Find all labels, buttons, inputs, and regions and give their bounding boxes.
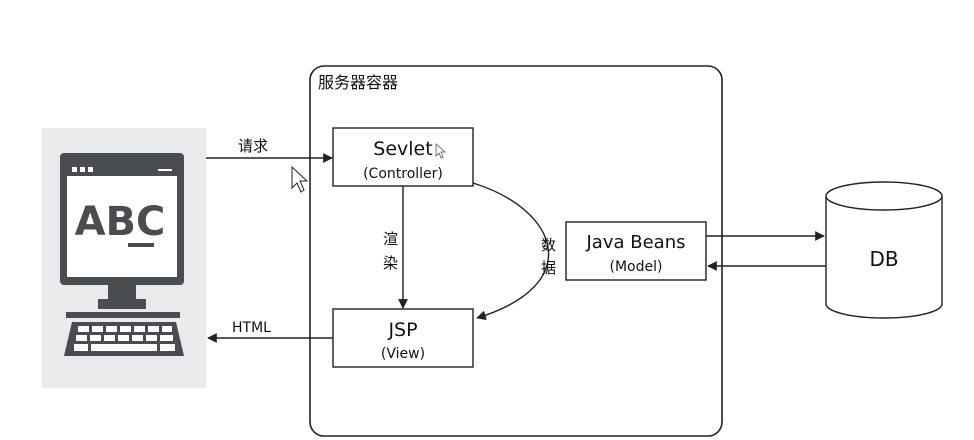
client-computer: ABC [42, 128, 206, 388]
javabeans-subtitle: (Model) [610, 259, 663, 275]
servlet-title: Sevlet [373, 138, 432, 160]
servlet-subtitle: (Controller) [363, 166, 443, 182]
request-label: 请求 [238, 137, 268, 155]
jsp-title: JSP [387, 319, 417, 341]
computer-icon [60, 153, 184, 356]
server-container [309, 65, 723, 437]
data-label-1: 数 [541, 236, 556, 254]
html-label: HTML [232, 320, 271, 336]
db-label: DB [869, 247, 898, 271]
jsp-subtitle: (View) [381, 346, 425, 362]
db-cylinder: DB [825, 181, 943, 319]
render-label-2: 染 [383, 254, 398, 272]
container-title: 服务器容器 [318, 73, 398, 92]
javabeans-title: Java Beans [586, 232, 686, 253]
mouse-cursor-icon [291, 165, 309, 193]
screen-text: ABC [75, 199, 166, 245]
data-label-2: 据 [541, 259, 556, 277]
mouse-cursor-small-icon [435, 143, 447, 159]
render-label-1: 渲 [383, 230, 398, 248]
jsp-box: JSP (View) [332, 308, 474, 368]
data-curve [472, 182, 550, 321]
screen-cursor [128, 243, 154, 247]
servlet-box: Sevlet (Controller) [332, 127, 474, 187]
javabeans-box: Java Beans (Model) [565, 221, 707, 281]
